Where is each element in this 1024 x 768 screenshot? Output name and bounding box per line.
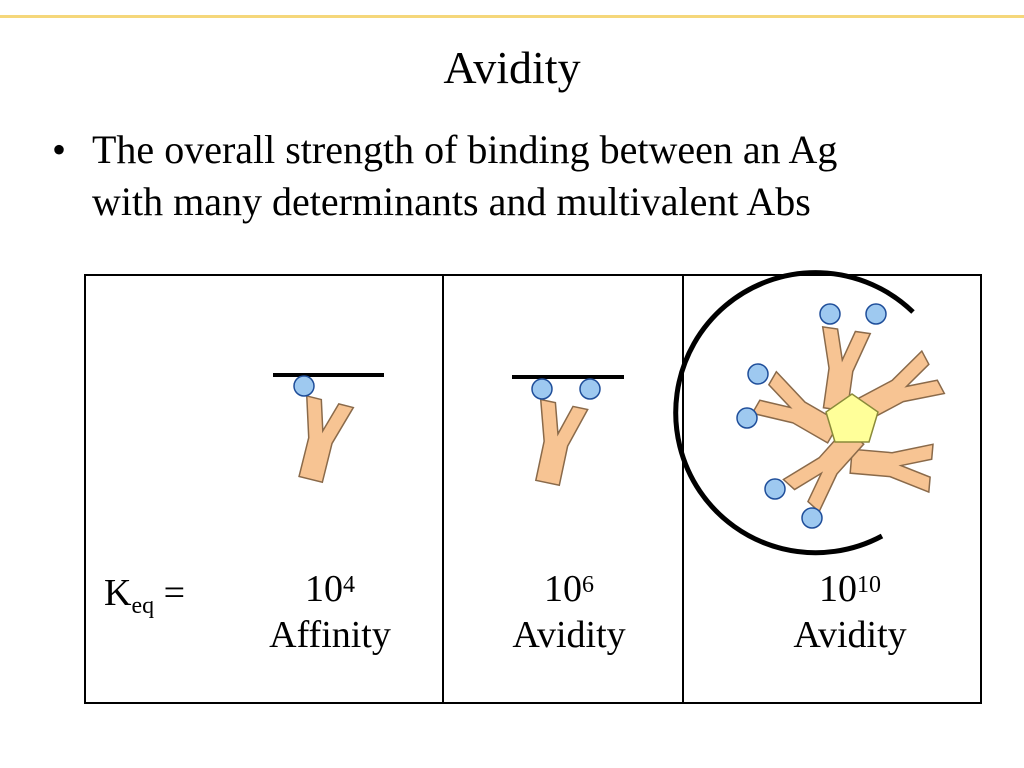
epitope-icon xyxy=(865,303,887,325)
binding-type-label: Affinity xyxy=(269,614,391,656)
panel-multivalent-caption: 1010 Avidity xyxy=(764,566,936,658)
keq-equals: = xyxy=(154,572,186,614)
panel-affinity-illustration xyxy=(273,373,384,486)
antibody-icon xyxy=(286,395,355,486)
epitope-icon xyxy=(736,407,758,429)
antigen-pentagon xyxy=(825,393,879,443)
epitope-icon xyxy=(531,378,553,400)
epitope-icon xyxy=(579,378,601,400)
panel-affinity-caption: 104 Affinity xyxy=(243,566,417,658)
binding-type-label: Avidity xyxy=(512,614,626,656)
epitope-icon xyxy=(293,375,315,397)
keq-exponent: 4 xyxy=(343,572,355,598)
binding-type-label: Avidity xyxy=(793,614,907,656)
epitope-icon xyxy=(747,363,769,385)
bullet-line-2: with many determinants and multivalent A… xyxy=(92,179,811,224)
keq-base: 10 xyxy=(305,568,343,610)
keq-value: 104 xyxy=(243,566,417,612)
keq-label: Keq = xyxy=(104,570,185,621)
keq-exponent: 6 xyxy=(582,572,594,598)
keq-value: 1010 xyxy=(764,566,936,612)
epitope-icon xyxy=(764,478,786,500)
panel-multivalent-illustration xyxy=(673,270,946,556)
keq-base: 10 xyxy=(544,568,582,610)
epitope-icon xyxy=(801,507,823,529)
top-accent-rule xyxy=(0,15,1024,18)
bullet-line-1: The overall strength of binding between … xyxy=(92,127,838,172)
keq-symbol: K xyxy=(104,572,132,614)
antigen-surface-arc xyxy=(673,270,915,556)
bullet-text: The overall strength of binding between … xyxy=(92,124,972,228)
keq-exponent: 10 xyxy=(857,572,881,598)
keq-value: 106 xyxy=(483,566,655,612)
antibody-icon xyxy=(523,398,589,489)
slide-title: Avidity xyxy=(443,42,581,93)
epitope-icon xyxy=(819,303,841,325)
keq-subscript: eq xyxy=(131,593,155,619)
keq-base: 10 xyxy=(819,568,857,610)
panel-bivalent-caption: 106 Avidity xyxy=(483,566,655,658)
bullet-marker: • xyxy=(52,127,67,172)
panel-bivalent-illustration xyxy=(512,375,624,489)
